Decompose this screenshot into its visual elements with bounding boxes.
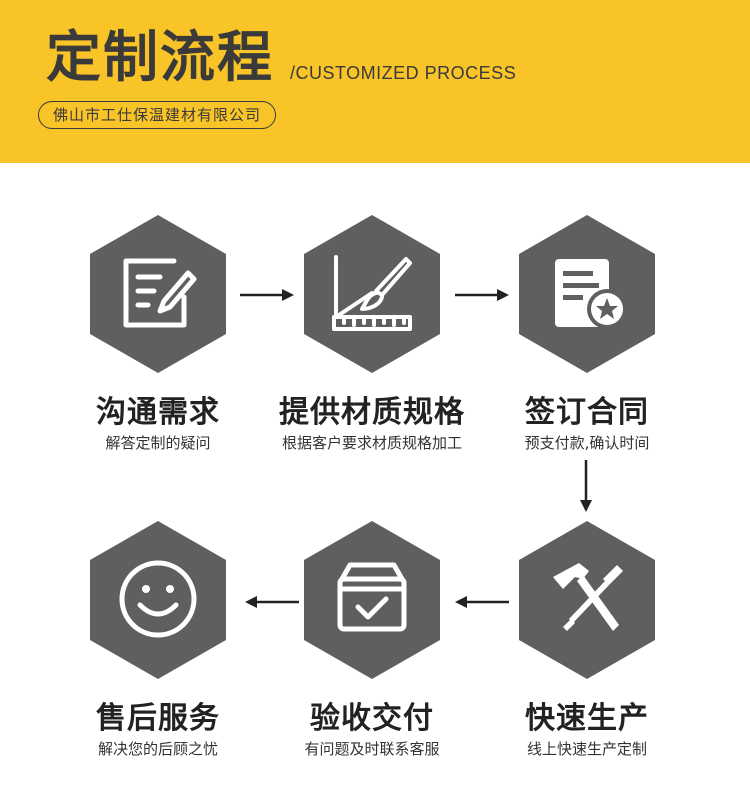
ruler-brush-icon (332, 255, 412, 331)
hexagon-badge (304, 521, 440, 679)
step-communicate: 沟通需求 解答定制的疑问 (63, 213, 253, 453)
step-title: 售后服务 (96, 701, 220, 736)
step-description: 线上快速生产定制 (526, 740, 647, 758)
step-title: 沟通需求 (96, 395, 220, 430)
step-acceptance: 验收交付 有问题及时联系客服 (277, 519, 467, 759)
step-description: 解答定制的疑问 (105, 434, 211, 452)
step-title: 签订合同 (525, 395, 649, 430)
smiley-face-icon (119, 560, 197, 638)
hammer-screwdriver-icon (553, 563, 623, 631)
hexagon-badge (304, 215, 440, 373)
step-production: 快速生产 线上快速生产定制 (492, 519, 682, 759)
step-title: 提供材质规格 (279, 395, 465, 430)
step-description: 解决您的后顾之忧 (97, 740, 218, 758)
step-description: 预支付款,确认时间 (524, 434, 650, 452)
step-after-sales: 售后服务 解决您的后顾之忧 (63, 519, 253, 759)
arrow-left-icon (455, 596, 509, 608)
edit-document-icon (123, 258, 197, 328)
hexagon-badge (90, 521, 226, 679)
step-description: 根据客户要求材质规格加工 (281, 434, 462, 452)
hexagon-badge (519, 521, 655, 679)
hexagon-badge (90, 215, 226, 373)
contract-star-icon (555, 259, 627, 329)
step-material-spec: 提供材质规格 根据客户要求材质规格加工 (277, 213, 467, 453)
hexagon-badge (519, 215, 655, 373)
step-description: 有问题及时联系客服 (304, 740, 440, 758)
header-banner: 定制流程 /CUSTOMIZED PROCESS 佛山市工仕保温建材有限公司 (0, 0, 750, 163)
step-title: 验收交付 (310, 701, 434, 736)
step-sign-contract: 签订合同 预支付款,确认时间 (492, 213, 682, 453)
company-name-badge: 佛山市工仕保温建材有限公司 (38, 101, 277, 129)
arrow-right-icon (455, 289, 509, 301)
page-title: 定制流程 (46, 25, 275, 89)
page-subtitle: /CUSTOMIZED PROCESS (290, 63, 517, 83)
arrow-left-icon (245, 596, 299, 608)
arrow-down-icon (580, 460, 592, 512)
step-title: 快速生产 (525, 701, 649, 736)
box-check-icon (337, 562, 407, 632)
arrow-right-icon (240, 289, 294, 301)
